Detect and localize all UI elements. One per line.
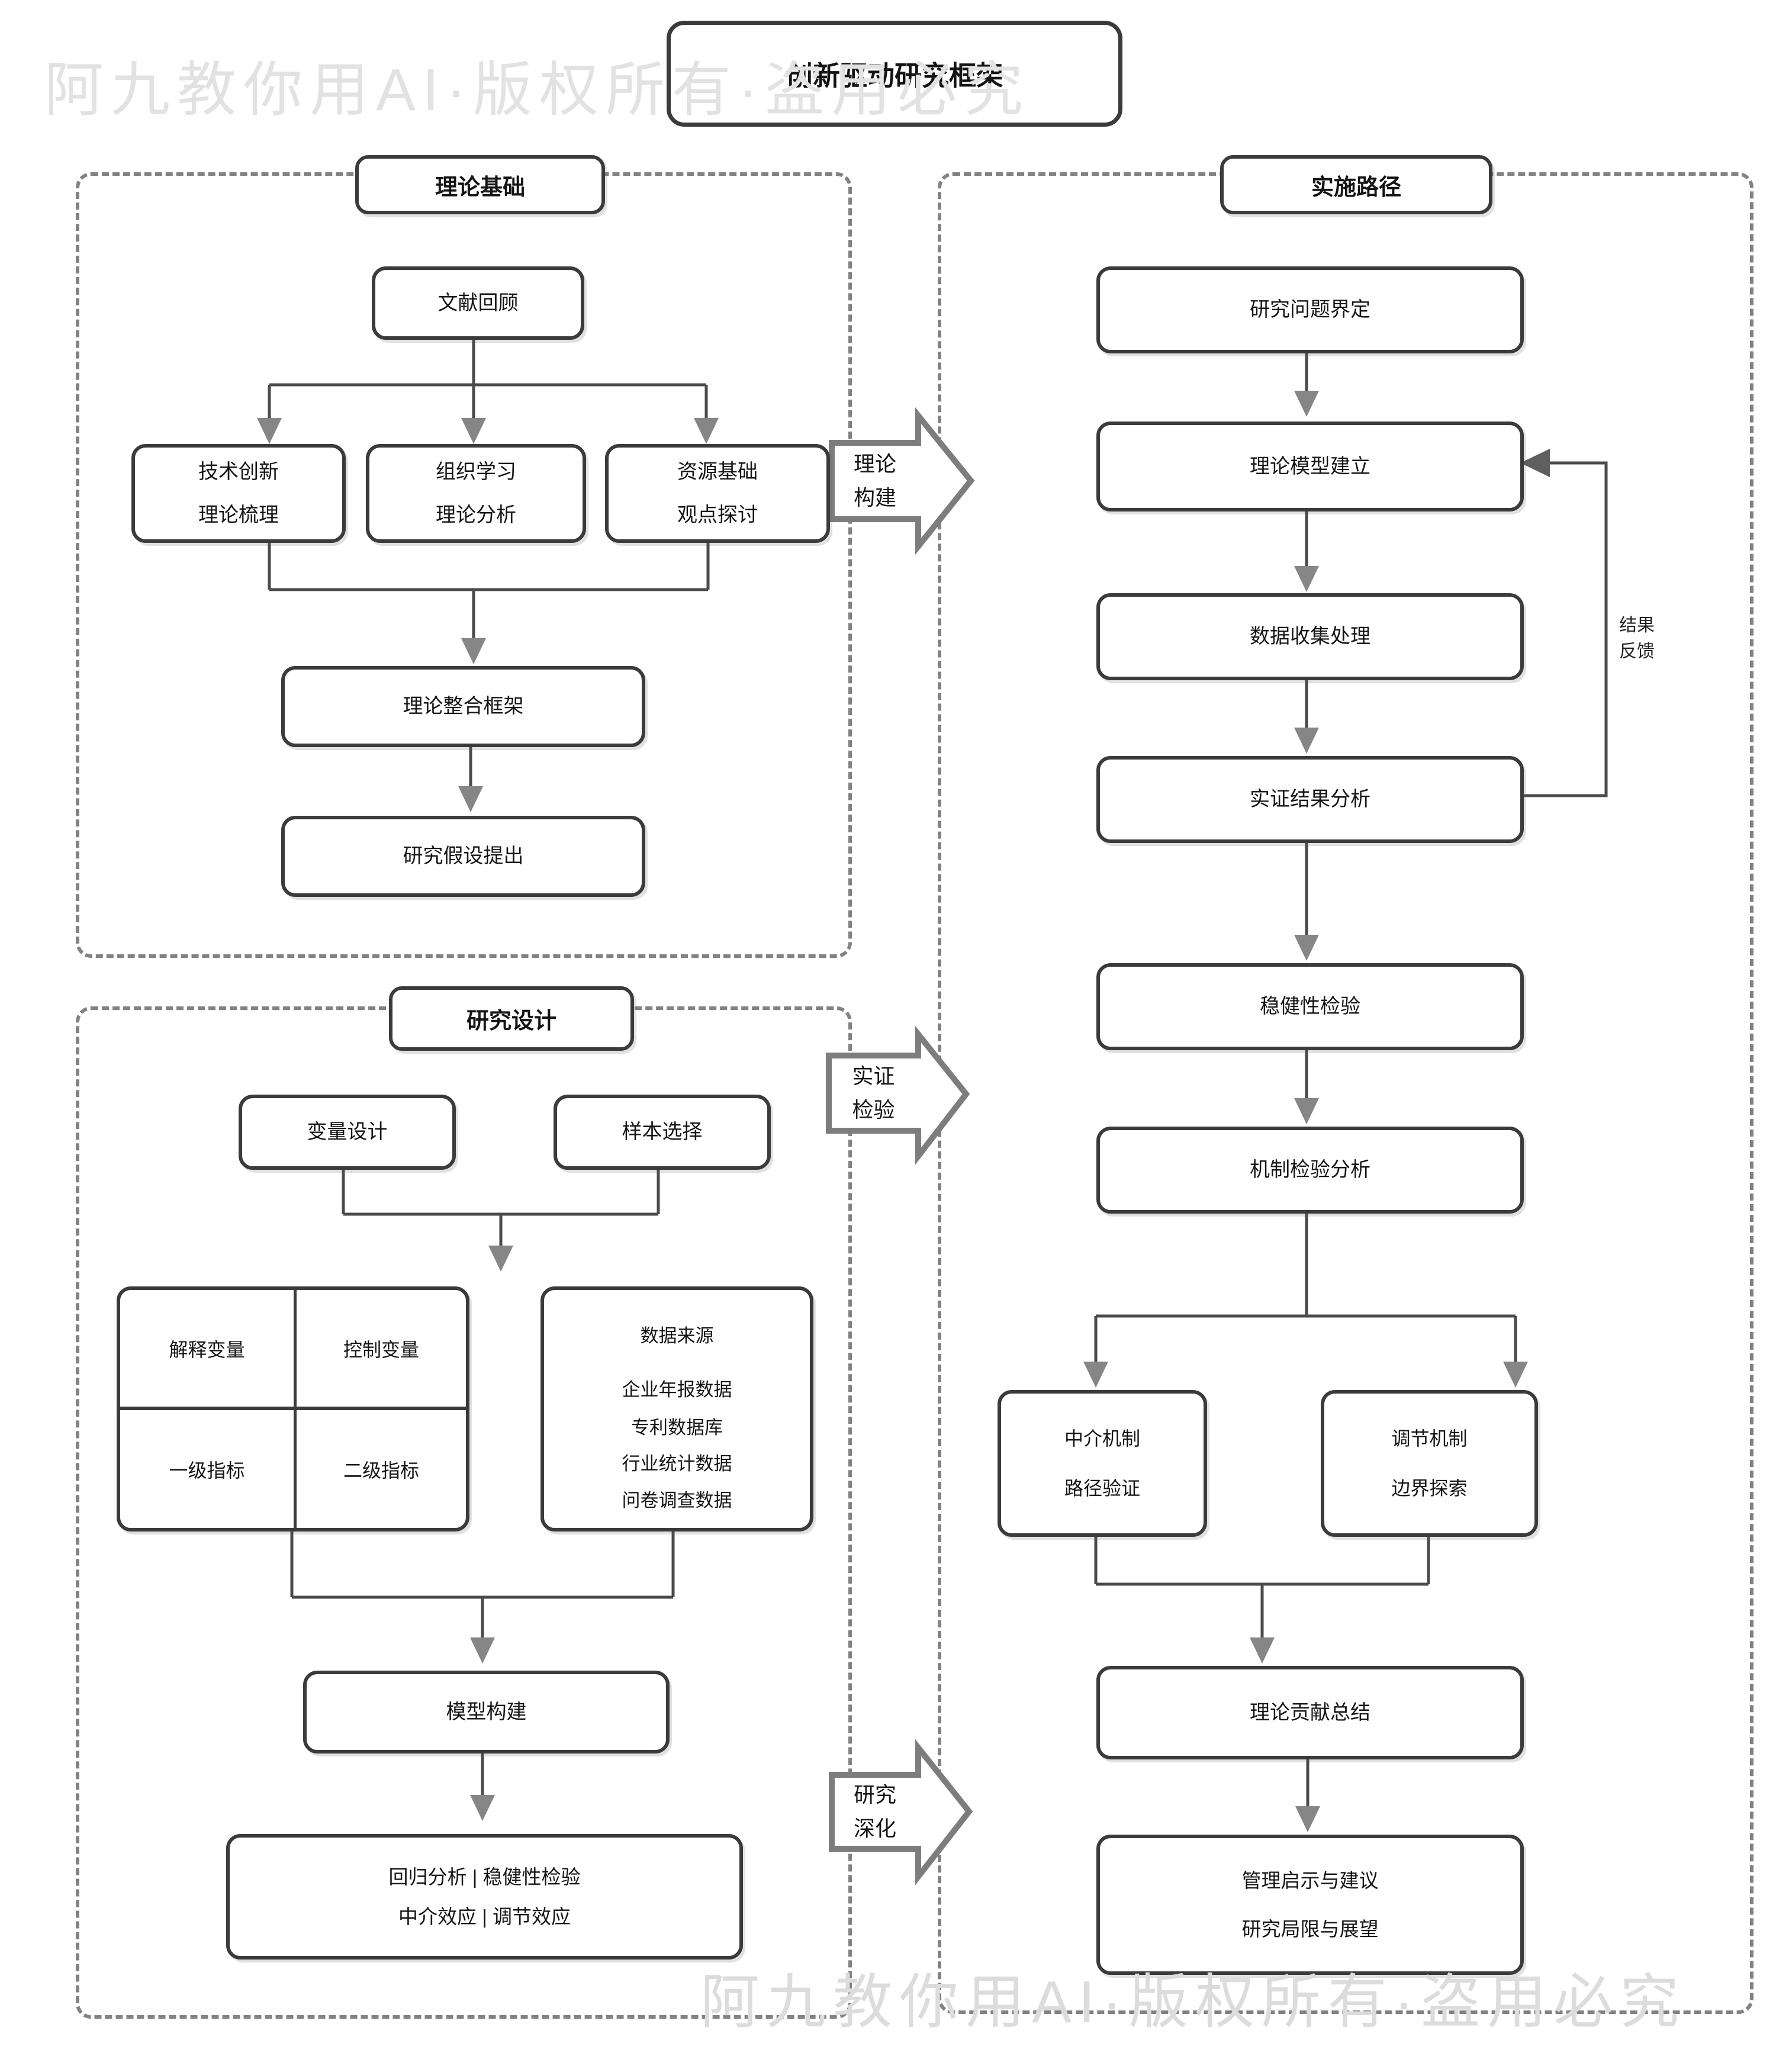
node-robustness-test: 稳健性检验 <box>1096 963 1524 1050</box>
node-line: 管理启示与建议 <box>1241 1870 1379 1892</box>
node-theory-model: 理论模型建立 <box>1096 422 1524 511</box>
bridge-line: 构建 <box>853 485 896 510</box>
bridge-label-empirical-test: 实证 检验 <box>829 1056 918 1131</box>
feedback-line: 结果 <box>1619 616 1655 635</box>
node-line: 组织学习 <box>436 461 516 483</box>
data-source-item: 问卷调查数据 <box>622 1490 732 1511</box>
node-line: 技术创新 <box>198 461 279 483</box>
data-source-item: 企业年报数据 <box>622 1379 732 1400</box>
node-problem-definition: 研究问题界定 <box>1096 266 1524 353</box>
node-literature-review: 文献回顾 <box>372 266 584 340</box>
node-line: 调节机制 <box>1391 1428 1468 1449</box>
bridge-line: 实证 <box>852 1063 895 1088</box>
node-line: 研究局限与展望 <box>1241 1917 1379 1940</box>
node-line: 回归分析 | 稳健性检验 <box>388 1865 581 1888</box>
node-data-collection: 数据收集处理 <box>1096 593 1524 680</box>
node-line: 理论分析 <box>436 503 516 526</box>
node-hypothesis: 研究假设提出 <box>281 816 645 897</box>
node-line: 资源基础 <box>677 461 758 483</box>
bridge-label-research-deepen: 研究 深化 <box>832 1775 918 1849</box>
node-line: 中介机制 <box>1064 1428 1140 1449</box>
grid-cell-primary-indicator: 一级指标 <box>169 1459 245 1481</box>
feedback-arrowhead <box>1520 449 1550 477</box>
node-empirical-results: 实证结果分析 <box>1096 756 1524 843</box>
bridge-arrow-empirical-test <box>826 1025 970 1165</box>
bridge-line: 检验 <box>852 1097 895 1122</box>
node-mediation-mechanism: 中介机制 路径验证 <box>998 1390 1207 1537</box>
node-data-source: 数据来源 企业年报数据 专利数据库 行业统计数据 问卷调查数据 <box>540 1286 813 1532</box>
node-line: 中介效应 | 调节效应 <box>398 1906 571 1928</box>
bridge-line: 深化 <box>853 1816 896 1841</box>
bridge-arrow-research-deepen <box>829 1739 973 1886</box>
grid-cell-secondary-indicator: 二级指标 <box>343 1459 419 1481</box>
section-label-implementation: 实施路径 <box>1220 155 1492 214</box>
feedback-label: 结果 反馈 <box>1619 613 1655 664</box>
data-source-title: 数据来源 <box>640 1325 714 1346</box>
node-moderation-mechanism: 调节机制 边界探索 <box>1321 1390 1538 1537</box>
node-tech-innovation-theory: 技术创新 理论梳理 <box>131 444 346 543</box>
data-source-item: 行业统计数据 <box>622 1453 732 1474</box>
bridge-arrow-theory-build <box>829 407 975 555</box>
node-line: 边界探索 <box>1391 1478 1468 1499</box>
grid-cell-explanatory: 解释变量 <box>169 1339 245 1360</box>
node-theory-integration: 理论整合框架 <box>281 666 645 747</box>
node-resource-based-view: 资源基础 观点探讨 <box>605 444 830 543</box>
data-source-item: 专利数据库 <box>631 1417 723 1438</box>
node-line: 观点探讨 <box>677 503 758 526</box>
node-model-construction: 模型构建 <box>303 1671 670 1754</box>
variable-grid: 解释变量 控制变量 一级指标 二级指标 <box>117 1286 469 1532</box>
grid-cell-control: 控制变量 <box>343 1339 419 1360</box>
section-label-theory: 理论基础 <box>355 155 605 214</box>
bridge-line: 理论 <box>853 451 896 476</box>
bridge-label-theory-build: 理论 构建 <box>832 443 918 519</box>
node-variable-design: 变量设计 <box>239 1095 456 1170</box>
section-label-design: 研究设计 <box>389 986 634 1051</box>
grid-divider-horizontal <box>120 1407 466 1410</box>
feedback-line: 反馈 <box>1619 641 1655 661</box>
node-line: 理论梳理 <box>198 503 279 526</box>
node-sample-selection: 样本选择 <box>554 1095 771 1170</box>
node-theory-contribution: 理论贡献总结 <box>1096 1666 1524 1759</box>
node-analysis-methods: 回归分析 | 稳健性检验 中介效应 | 调节效应 <box>226 1834 743 1960</box>
node-mechanism-test: 机制检验分析 <box>1096 1127 1524 1214</box>
bridge-line: 研究 <box>853 1782 896 1807</box>
node-org-learning-theory: 组织学习 理论分析 <box>366 444 586 543</box>
diagram-title: 创新驱动研究框架 <box>667 21 1122 127</box>
node-line: 路径验证 <box>1064 1478 1140 1499</box>
node-implications: 管理启示与建议 研究局限与展望 <box>1096 1835 1524 1975</box>
